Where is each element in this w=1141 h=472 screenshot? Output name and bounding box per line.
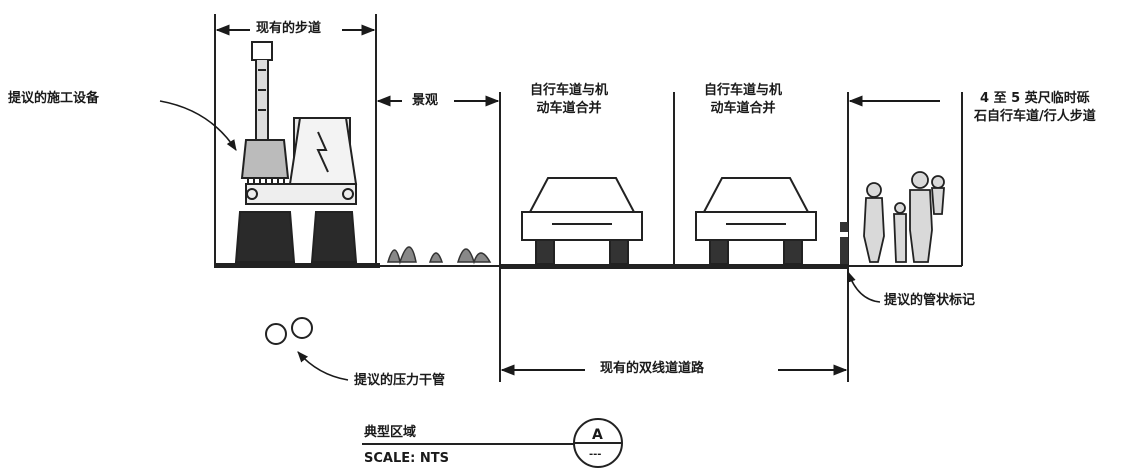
pipes-icon: [265, 317, 313, 345]
gravel-path-label: 4 至 5 英尺临时砾 石自行车道/行人步道: [972, 90, 1098, 126]
scale-label: SCALE: NTS: [362, 450, 451, 468]
merged-lane-label-2: 自行车道与机 动车道合并: [702, 82, 785, 118]
tubular-marker-icon: [840, 222, 848, 264]
landscape-label: 景观: [410, 92, 441, 110]
typical-section-title: 典型区域: [362, 424, 419, 442]
merged-lane-label-1: 自行车道与机 动车道合并: [528, 82, 611, 118]
road-section-outline: [499, 266, 849, 382]
generator-icon: [288, 117, 358, 185]
boundary-lines: [214, 14, 963, 266]
car-icon: [695, 177, 817, 265]
leader-lines: [159, 100, 881, 381]
tubular-marker-label: 提议的管状标记: [882, 292, 978, 310]
ground-line: [214, 263, 962, 269]
section-id-label: A: [592, 427, 603, 443]
section-legend: [362, 418, 623, 468]
proposed-equipment-label: 提议的施工设备: [6, 90, 102, 108]
force-main-label: 提议的压力干管: [352, 372, 448, 390]
section-sub-label: ---: [589, 449, 602, 460]
existing-road-label: 现有的双线道道路: [598, 360, 707, 378]
pedestrians-icon: [863, 171, 945, 263]
existing-sidewalk-label: 现有的步道: [254, 20, 324, 38]
car-icon: [521, 177, 643, 265]
dimension-arrows: [215, 24, 940, 376]
plants-icon: [386, 246, 492, 265]
